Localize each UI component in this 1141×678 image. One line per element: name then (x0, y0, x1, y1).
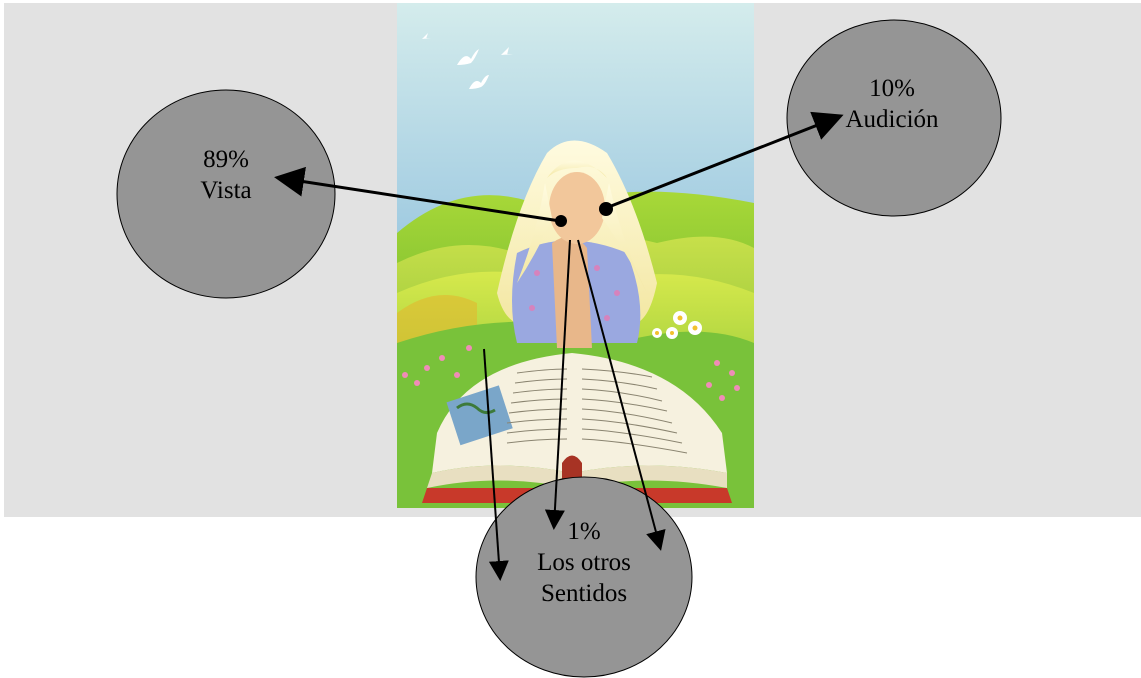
audicion-label: 10% Audición (822, 73, 962, 135)
vista-circle (116, 89, 336, 299)
otros-circle (475, 476, 693, 678)
girl-reading-illustration (397, 3, 754, 508)
otros-label: 1% Los otros Sentidos (518, 516, 650, 609)
open-book (422, 353, 732, 503)
vista-label: 89% Vista (176, 144, 276, 206)
audicion-circle (786, 19, 1002, 217)
arrow-to-vista (274, 166, 561, 223)
arrow-to-audicion (605, 111, 844, 210)
arrow-to-otros-3 (483, 348, 509, 581)
vista-percent: 89% (203, 146, 249, 173)
birds (422, 33, 513, 89)
arrow-to-otros-1 (544, 239, 571, 530)
audicion-percent: 10% (869, 75, 915, 102)
right-eye-dot (599, 202, 613, 216)
otros-text-line1: Los otros (537, 549, 631, 576)
vista-text: Vista (200, 177, 252, 204)
otros-text-line2: Sentidos (540, 580, 628, 607)
arrow-to-otros-2 (577, 239, 666, 551)
audicion-text: Audición (845, 106, 939, 133)
flowers (402, 311, 740, 401)
otros-percent: 1% (567, 518, 601, 545)
left-eye-dot (555, 215, 567, 227)
